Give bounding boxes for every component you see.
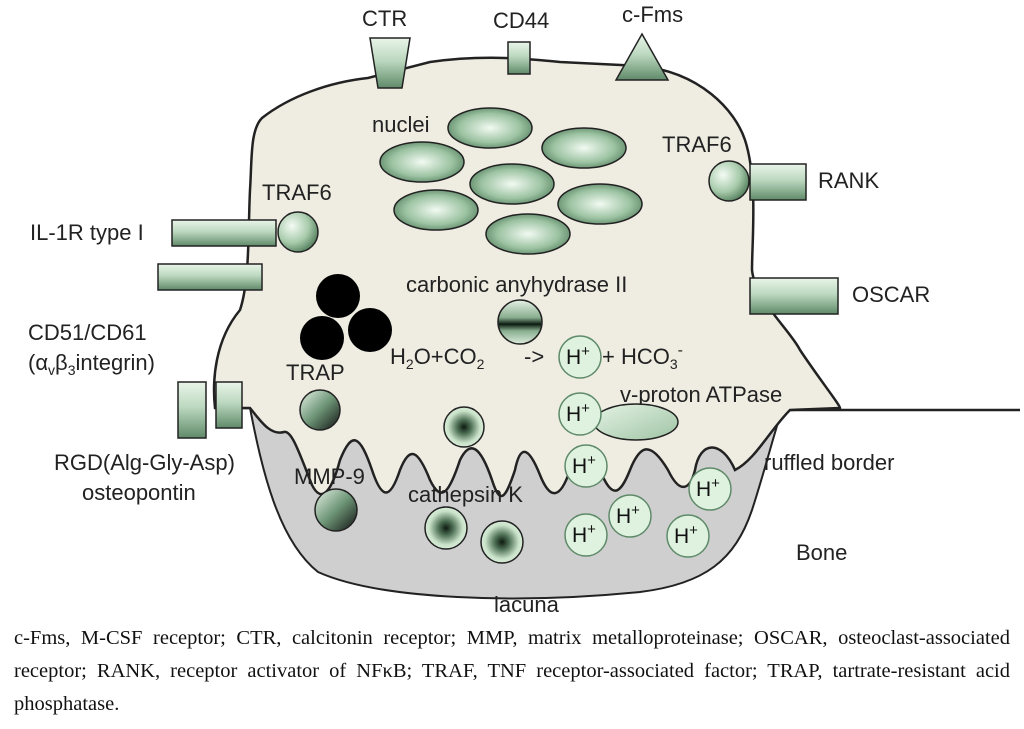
- h-ion: H+: [688, 467, 732, 511]
- h-ion-text: H+: [566, 343, 590, 369]
- h-ion: H+: [608, 494, 652, 538]
- cfms-label: c-Fms: [622, 2, 683, 27]
- nuclei-group: [379, 107, 643, 255]
- nucleus: [557, 183, 643, 225]
- eq-h2o-sub: 2: [406, 356, 414, 372]
- equation-left: H2O+CO2: [390, 344, 485, 372]
- eq-h: H: [390, 344, 406, 369]
- h-ion-ball: [608, 494, 652, 538]
- black-vesicle: [300, 316, 344, 360]
- il1r-label: IL-1R type I: [30, 220, 144, 245]
- integrin-beta: β: [55, 350, 68, 375]
- integrin-open: (α: [28, 350, 48, 375]
- nucleus: [379, 141, 465, 183]
- black-vesicles: [300, 274, 392, 360]
- integrin-sub-v: v: [48, 362, 55, 378]
- vproton-label: v-proton ATPase: [620, 382, 782, 407]
- h-ion-text: H+: [566, 400, 590, 426]
- trap-ball: [299, 389, 341, 431]
- lacuna-label: lacuna: [494, 592, 560, 617]
- nucleus: [485, 213, 571, 255]
- traf6-right-ball: [708, 160, 750, 202]
- ctr-receptor: [369, 37, 411, 89]
- mmp9-ball: [314, 488, 358, 532]
- equation-right: + HCO3-: [602, 342, 683, 372]
- h-ion-text: H+: [572, 521, 596, 547]
- integrin-sub-3: 3: [68, 362, 76, 378]
- black-vesicle: [316, 274, 360, 318]
- traf6-right-label: TRAF6: [662, 132, 732, 157]
- cathepsin-label: cathepsin K: [408, 482, 523, 507]
- nuclei-label: nuclei: [372, 112, 429, 137]
- h-ion-ball: [666, 514, 710, 558]
- nucleus: [393, 189, 479, 231]
- figure-caption: c-Fms, M-CSF receptor; CTR, calcitonin r…: [14, 627, 1010, 715]
- rank-receptor: [749, 163, 807, 201]
- integrin-rod: [215, 381, 243, 429]
- vproton-atpase: [593, 403, 679, 441]
- h-ion: H+: [558, 335, 602, 379]
- oscar-receptor: [749, 277, 839, 315]
- cd44-label: CD44: [493, 8, 549, 33]
- cathepsin-granule: [480, 520, 524, 564]
- equation-arrow: ->: [524, 344, 544, 369]
- h-ion-ball: [564, 444, 608, 488]
- h-ion-text: H+: [572, 452, 596, 478]
- h-ion-ball: [558, 335, 602, 379]
- traf6-left-label: TRAF6: [262, 180, 332, 205]
- h-ion-text: H+: [616, 502, 640, 528]
- eq-hco3-minus: -: [678, 342, 683, 359]
- trap-label: TRAP: [286, 360, 345, 385]
- integrin-label: (αvβ3integrin): [28, 350, 155, 378]
- ctr-label: CTR: [362, 6, 407, 31]
- h-ion-ball: [558, 392, 602, 436]
- carbonic-anhydrase-label: carbonic anyhydrase II: [406, 272, 627, 297]
- osteopontin-label: osteopontin: [82, 480, 196, 505]
- h-ion: H+: [564, 513, 608, 557]
- oscar-label: OSCAR: [852, 282, 930, 307]
- rank-label: RANK: [818, 168, 879, 193]
- h-ion-text: H+: [696, 475, 720, 501]
- eq-hco3-sub: 3: [670, 356, 678, 372]
- cathepsin-granule: [443, 406, 485, 448]
- osteoclast-diagram: CTR CD44 c-Fms nuclei TRAF6 RANK TRAF6 I…: [28, 2, 1020, 617]
- eq-h2o-rest: O+CO: [414, 344, 477, 369]
- integrin-rod: [177, 381, 207, 439]
- h-ion: H+: [666, 514, 710, 558]
- mmp9-label: MMP-9: [294, 464, 365, 489]
- cathepsin-granule: [424, 506, 468, 550]
- eq-plus: + HCO: [602, 344, 670, 369]
- il1r-receptor: [171, 219, 277, 247]
- nucleus: [447, 107, 533, 149]
- nucleus: [541, 127, 627, 169]
- osteoclast-cell: [212, 56, 842, 498]
- traf6-left-ball: [277, 211, 319, 253]
- nucleus: [469, 163, 555, 205]
- black-vesicle: [348, 308, 392, 352]
- cd44-receptor: [507, 41, 531, 75]
- h-ion-ball: [688, 467, 732, 511]
- carbonic-anhydrase-ball: [497, 299, 543, 345]
- bone-label: Bone: [796, 540, 847, 565]
- cd51-label: CD51/CD61: [28, 320, 147, 345]
- h-ion-ball: [564, 513, 608, 557]
- h-ion: H+: [564, 444, 608, 488]
- h-ion-text: H+: [674, 522, 698, 548]
- eq-co2-sub: 2: [477, 356, 485, 372]
- integrin-rest: integrin): [76, 350, 155, 375]
- rgd-label: RGD(Alg-Gly-Asp): [54, 450, 235, 475]
- h-ion: H+: [558, 392, 602, 436]
- membrane-receptor-bar: [157, 263, 263, 291]
- ruffled-border-label: ruffled border: [764, 450, 894, 475]
- cfms-receptor: [614, 32, 670, 81]
